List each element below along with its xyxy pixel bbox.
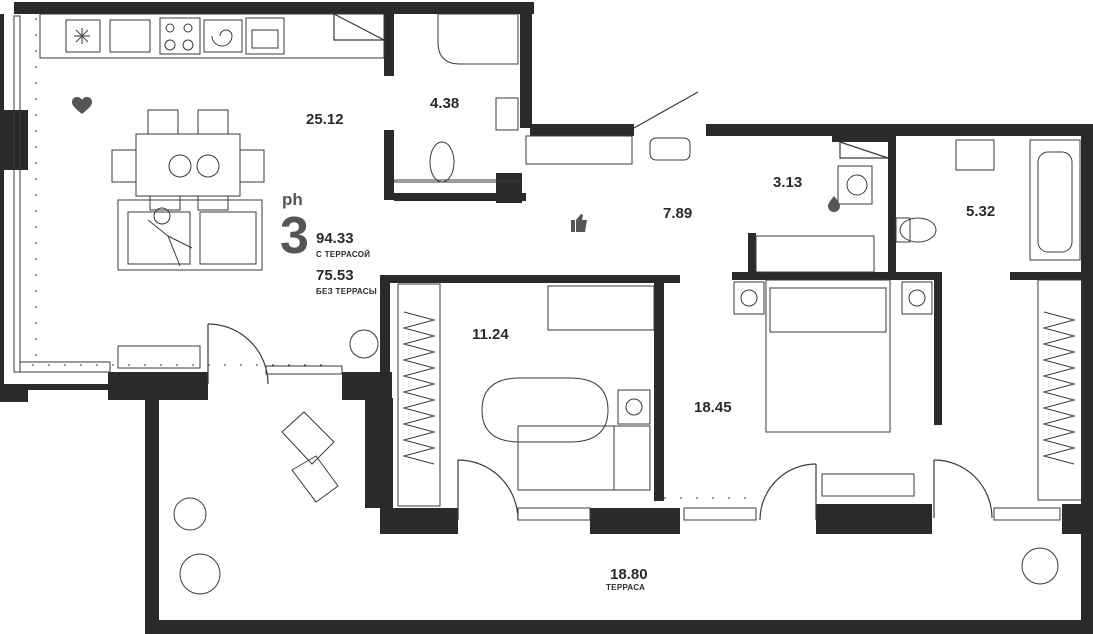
bathroom-1-fixtures [393,13,521,183]
interior-walls [380,14,1085,508]
dining-table [111,109,265,211]
sofa [117,199,263,271]
room-area-terrace: 18.80 [610,566,648,583]
bathroom-2-fixtures [895,139,1081,261]
terrace-fixtures [117,329,1059,595]
total-with-terrace: 94.33 [316,230,354,247]
total-without-terrace: 75.53 [316,267,354,284]
with-terrace-label: С ТЕРРАСОЙ [316,250,371,259]
snowflake-icon [74,28,90,44]
water-drop-icon [828,196,840,212]
heart-icon [72,97,92,114]
room-area-bathroom-2: 5.32 [966,203,996,220]
plan-rooms-count: 3 [280,207,309,265]
kitchen-counter [39,13,385,59]
room-area-laundry: 3.13 [773,174,803,191]
windows [13,15,1061,521]
room-area-bathroom-1: 4.38 [430,95,460,112]
room-area-hallway: 7.89 [663,205,693,222]
door-swings [207,13,993,521]
room-area-bedroom-2: 18.45 [694,399,732,416]
without-terrace-label: БЕЗ ТЕРРАСЫ [316,287,377,296]
thumbs-up-icon [571,214,587,232]
room-area-kitchen-living: 25.12 [306,111,344,128]
room-area-bedroom-1: 11.24 [472,326,509,343]
plan-type-prefix: ph [282,190,303,209]
icons [72,28,840,232]
laundry-fixtures [755,165,875,273]
hallway-fixtures [525,135,691,165]
bedroom-2-fixtures [733,279,1083,501]
terrace-label: ТЕРРАСА [606,583,646,592]
bedroom-1-fixtures [397,283,655,507]
